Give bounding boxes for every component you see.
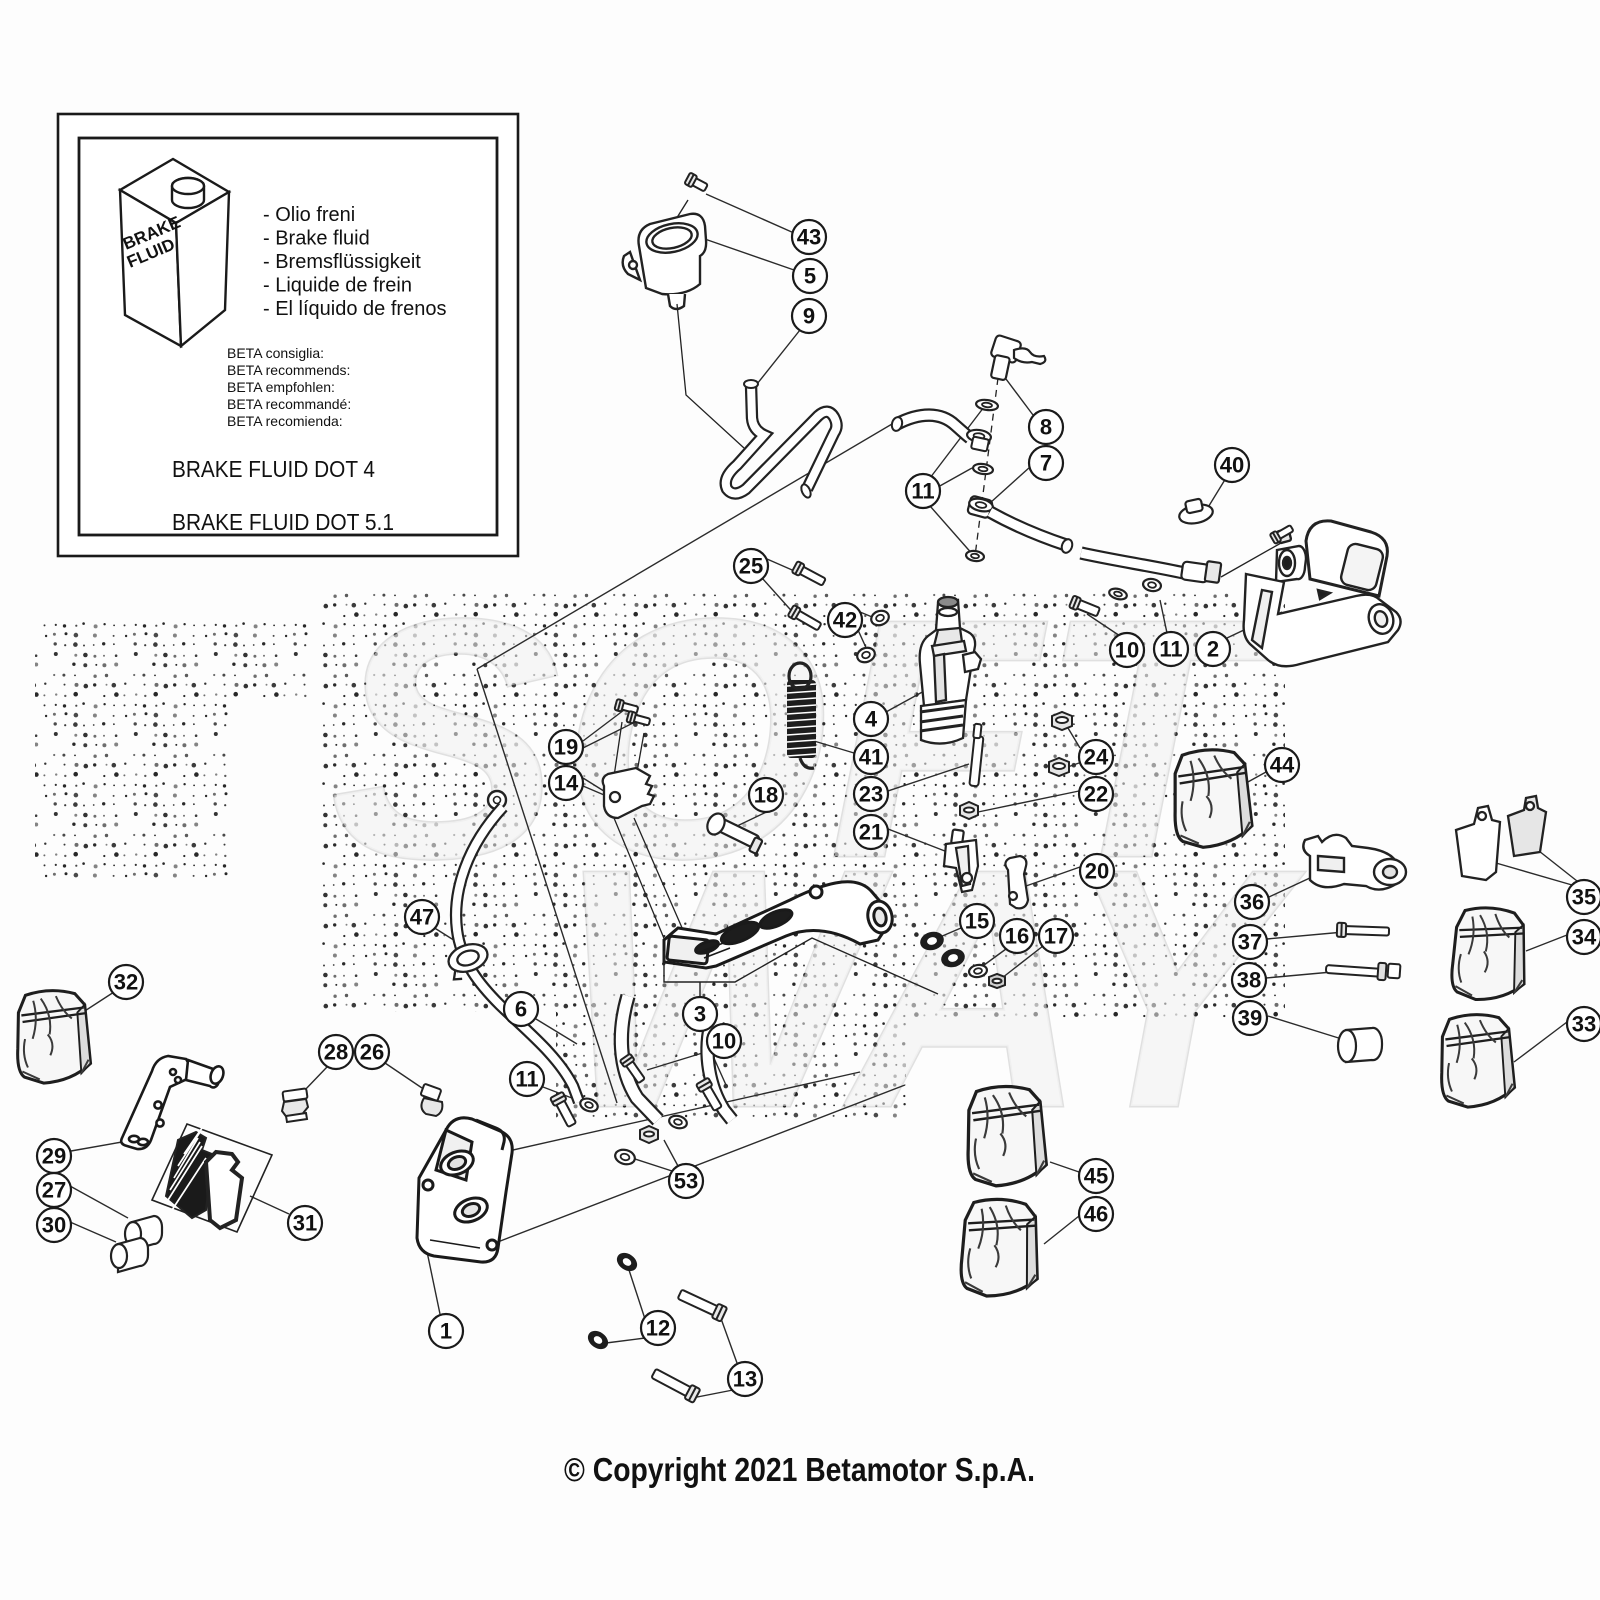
svg-text:4: 4 <box>865 707 878 732</box>
svg-text:16: 16 <box>1005 924 1029 949</box>
svg-text:BETA recomienda:: BETA recomienda: <box>227 413 343 429</box>
svg-text:30: 30 <box>42 1213 66 1238</box>
svg-text:- Olio freni: - Olio freni <box>263 204 355 226</box>
svg-text:BRAKE FLUID DOT 5.1: BRAKE FLUID DOT 5.1 <box>172 509 394 535</box>
svg-text:BETA recommandé:: BETA recommandé: <box>227 396 351 412</box>
svg-text:24: 24 <box>1084 745 1109 770</box>
svg-text:23: 23 <box>859 782 883 807</box>
svg-text:42: 42 <box>833 608 857 633</box>
svg-text:5: 5 <box>804 264 816 289</box>
svg-text:- El líquido de frenos: - El líquido de frenos <box>263 298 446 320</box>
svg-text:7: 7 <box>1040 451 1052 476</box>
svg-text:40: 40 <box>1220 453 1244 478</box>
svg-text:- Bremsflüssigkeit: - Bremsflüssigkeit <box>263 251 421 273</box>
svg-text:18: 18 <box>754 783 778 808</box>
svg-text:BETA consiglia:: BETA consiglia: <box>227 345 324 361</box>
svg-text:22: 22 <box>1084 782 1108 807</box>
svg-text:11: 11 <box>911 479 934 504</box>
svg-text:37: 37 <box>1238 930 1262 955</box>
svg-text:39: 39 <box>1238 1006 1262 1031</box>
svg-text:10: 10 <box>1115 638 1139 663</box>
svg-text:BETA empfohlen:: BETA empfohlen: <box>227 379 335 395</box>
svg-text:- Brake fluid: - Brake fluid <box>263 228 370 250</box>
svg-text:34: 34 <box>1572 925 1597 950</box>
svg-text:35: 35 <box>1572 885 1596 910</box>
svg-text:3: 3 <box>694 1002 706 1027</box>
svg-text:13: 13 <box>733 1367 757 1392</box>
svg-text:15: 15 <box>965 909 989 934</box>
svg-text:27: 27 <box>42 1178 66 1203</box>
svg-text:38: 38 <box>1237 968 1261 993</box>
svg-text:11: 11 <box>1159 637 1182 662</box>
svg-text:21: 21 <box>859 820 883 845</box>
svg-text:45: 45 <box>1084 1164 1108 1189</box>
svg-text:© Copyright 2021 Betamotor S.p: © Copyright 2021 Betamotor S.p.A. <box>564 1451 1035 1488</box>
svg-text:- Liquide de frein: - Liquide de frein <box>263 275 412 297</box>
svg-text:9: 9 <box>803 304 815 329</box>
svg-text:25: 25 <box>739 554 763 579</box>
svg-text:14: 14 <box>554 771 579 796</box>
svg-text:47: 47 <box>410 905 434 930</box>
svg-text:44: 44 <box>1270 753 1295 778</box>
svg-text:20: 20 <box>1085 859 1109 884</box>
svg-text:BRAKE FLUID DOT 4: BRAKE FLUID DOT 4 <box>172 456 375 482</box>
svg-text:29: 29 <box>42 1144 66 1169</box>
svg-text:41: 41 <box>859 745 883 770</box>
svg-text:6: 6 <box>515 997 527 1022</box>
svg-text:10: 10 <box>712 1029 736 1054</box>
svg-text:32: 32 <box>114 970 138 995</box>
svg-text:46: 46 <box>1084 1202 1108 1227</box>
svg-text:53: 53 <box>674 1169 698 1194</box>
svg-text:17: 17 <box>1044 924 1068 949</box>
svg-text:43: 43 <box>797 225 821 250</box>
svg-text:BETA recommends:: BETA recommends: <box>227 362 350 378</box>
svg-text:WAY: WAY <box>560 799 1307 1179</box>
svg-text:8: 8 <box>1040 415 1052 440</box>
svg-text:12: 12 <box>646 1316 670 1341</box>
svg-text:2: 2 <box>1207 637 1219 662</box>
svg-text:33: 33 <box>1572 1012 1596 1037</box>
svg-text:1: 1 <box>440 1319 452 1344</box>
svg-text:19: 19 <box>554 735 578 760</box>
svg-text:26: 26 <box>360 1040 384 1065</box>
svg-text:31: 31 <box>293 1211 317 1236</box>
svg-text:11: 11 <box>515 1067 538 1092</box>
svg-text:28: 28 <box>324 1040 348 1065</box>
svg-text:36: 36 <box>1240 890 1264 915</box>
